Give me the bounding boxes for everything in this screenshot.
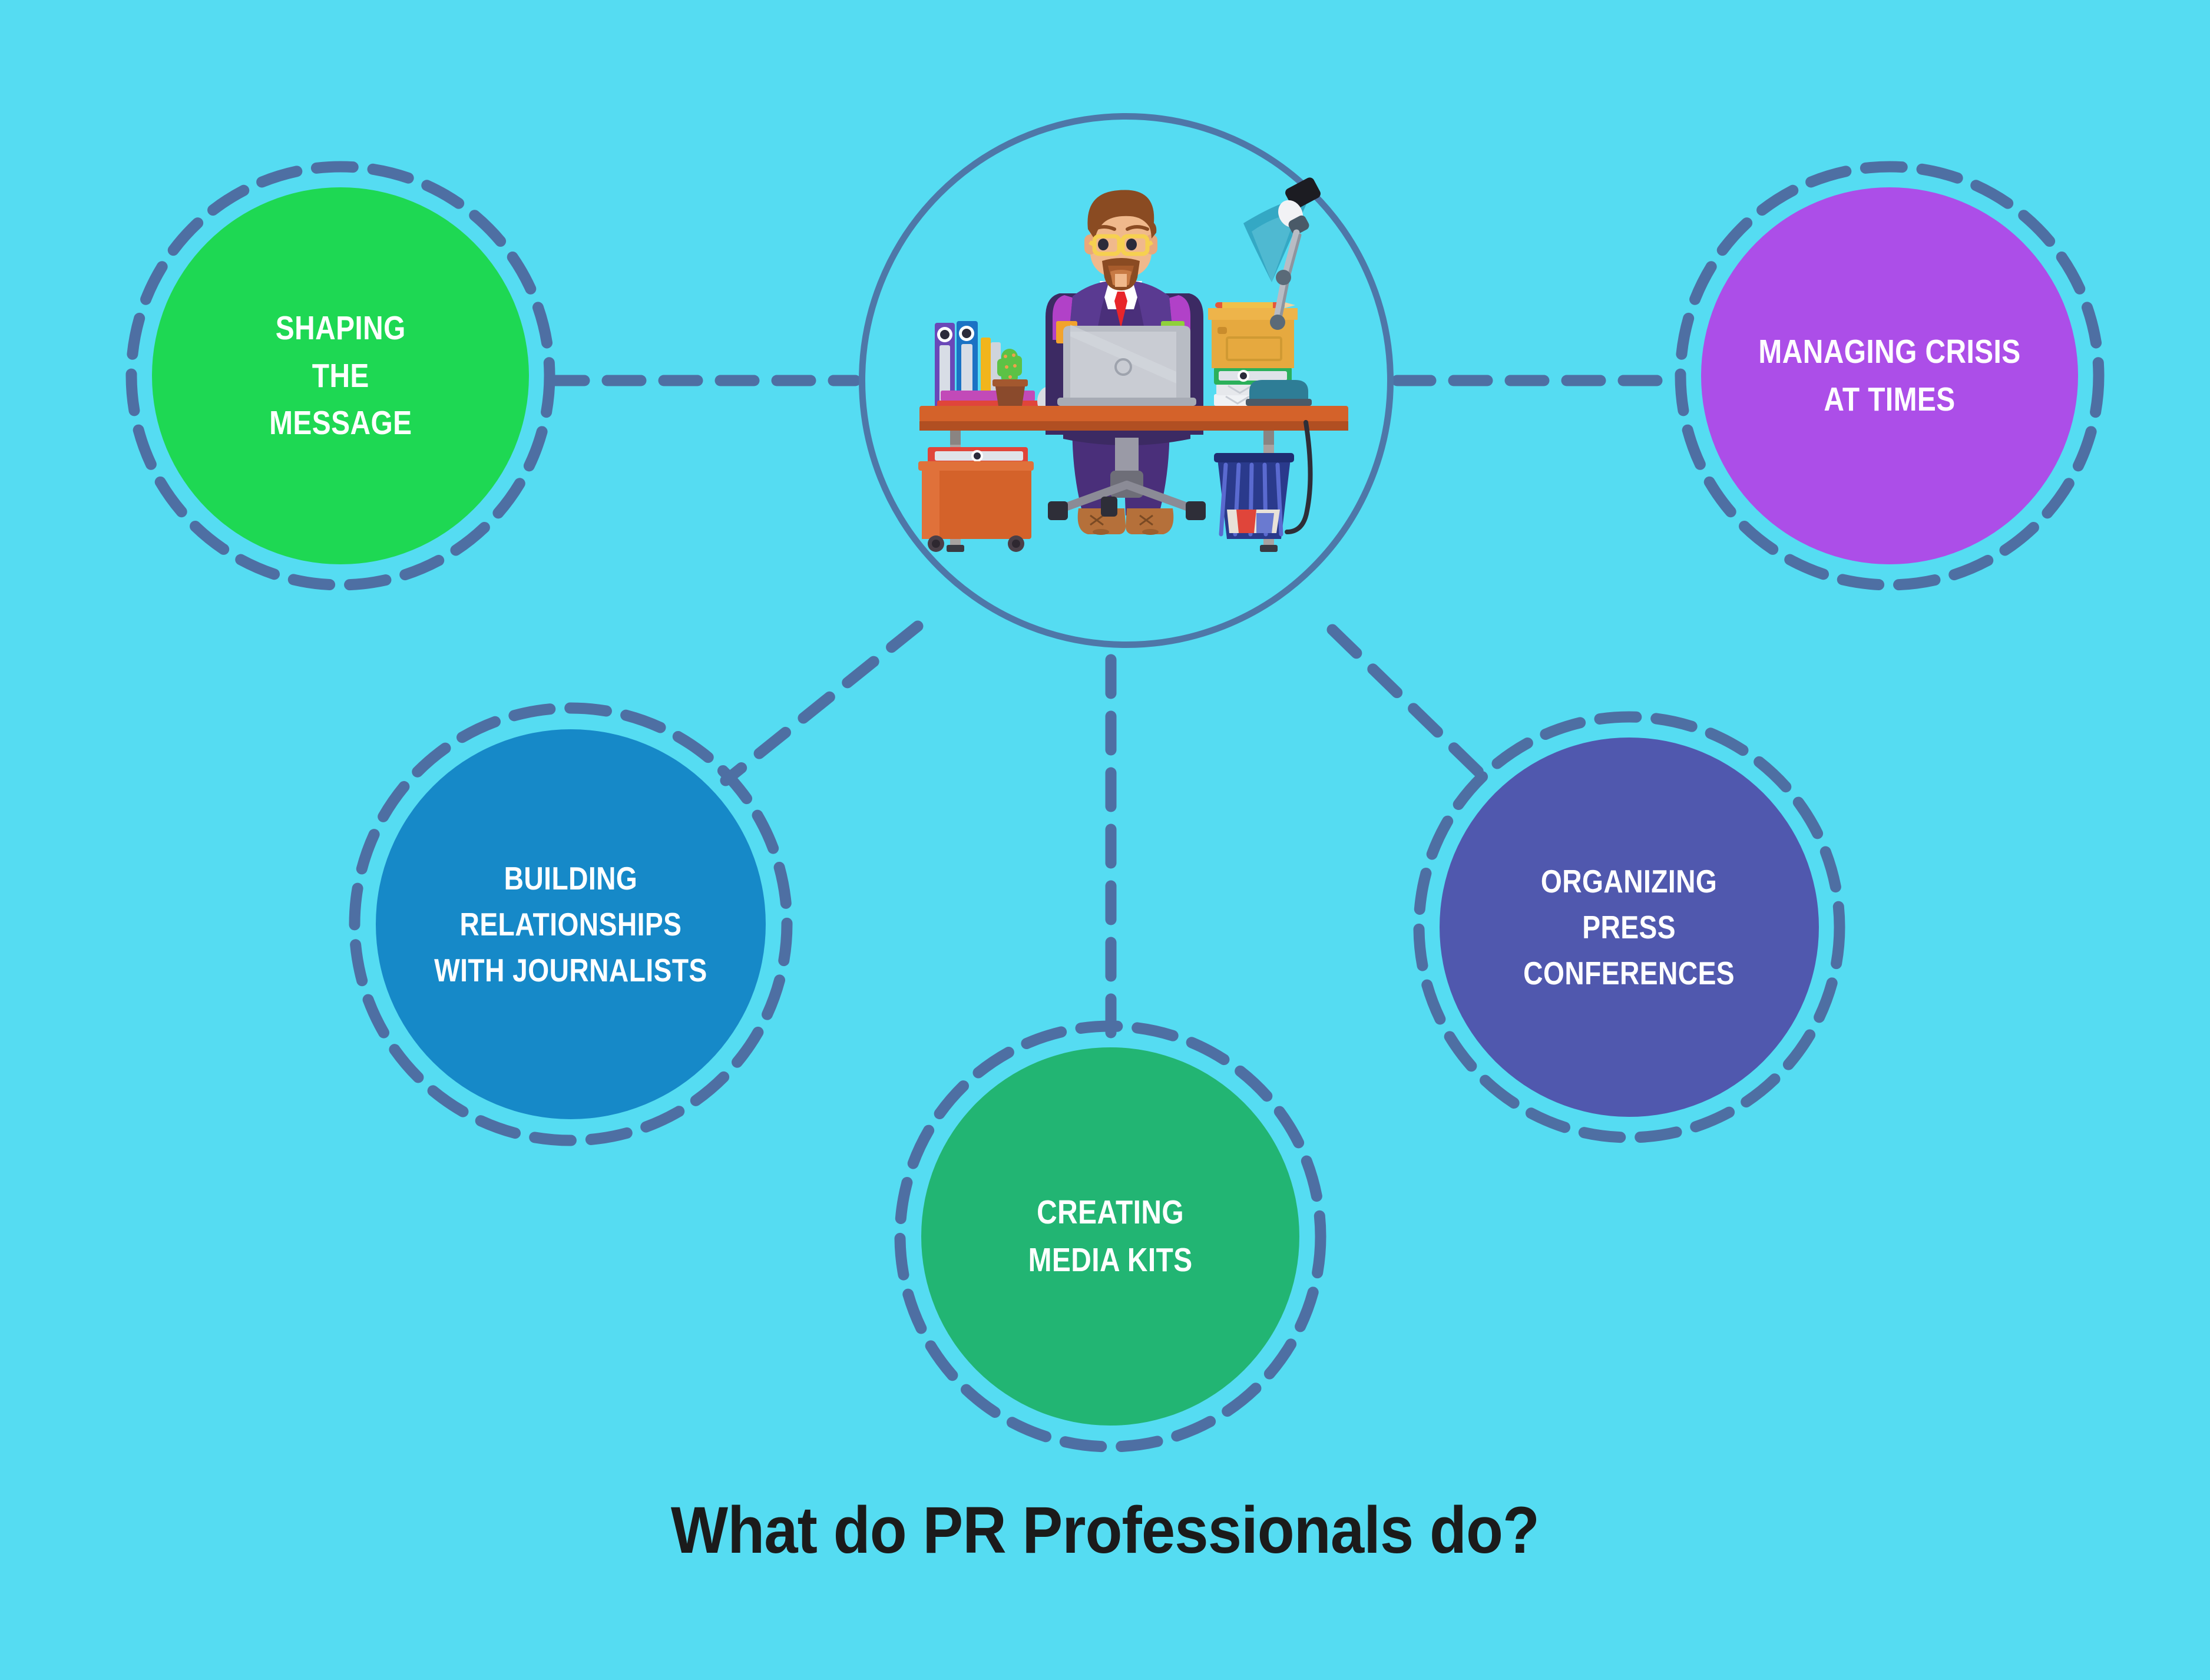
ring-building — [349, 702, 793, 1146]
hub-circle — [859, 113, 1394, 648]
node-label-building: BUILDING RELATIONSHIPS WITH JOURNALISTS — [434, 859, 707, 989]
node-shaping-the-message[interactable]: SHAPING THE MESSAGE — [152, 187, 529, 564]
node-creating-media-kits[interactable]: CREATING MEDIA KITS — [921, 1047, 1299, 1426]
pr-professional-at-desk-illustration — [918, 177, 1348, 552]
ring-crisis — [1675, 161, 2105, 591]
node-building-relationships-with-journalists[interactable]: BUILDING RELATIONSHIPS WITH JOURNALISTS — [376, 729, 766, 1119]
node-managing-crisis-at-times[interactable]: MANAGING CRISIS AT TIMES — [1701, 187, 2078, 564]
node-label-press: ORGANIZING PRESS CONFERENCES — [1523, 862, 1735, 992]
page-title: What do PR Professionals do? — [670, 1493, 1540, 1567]
ring-press — [1413, 711, 1845, 1143]
node-label-shaping: SHAPING THE MESSAGE — [269, 309, 412, 442]
node-label-crisis: MANAGING CRISIS AT TIMES — [1758, 333, 2021, 418]
line-hub-press — [1326, 624, 1489, 782]
node-label-media: CREATING MEDIA KITS — [1028, 1193, 1193, 1279]
line-hub-building — [720, 620, 924, 786]
node-organizing-press-conferences[interactable]: ORGANIZING PRESS CONFERENCES — [1440, 738, 1819, 1117]
